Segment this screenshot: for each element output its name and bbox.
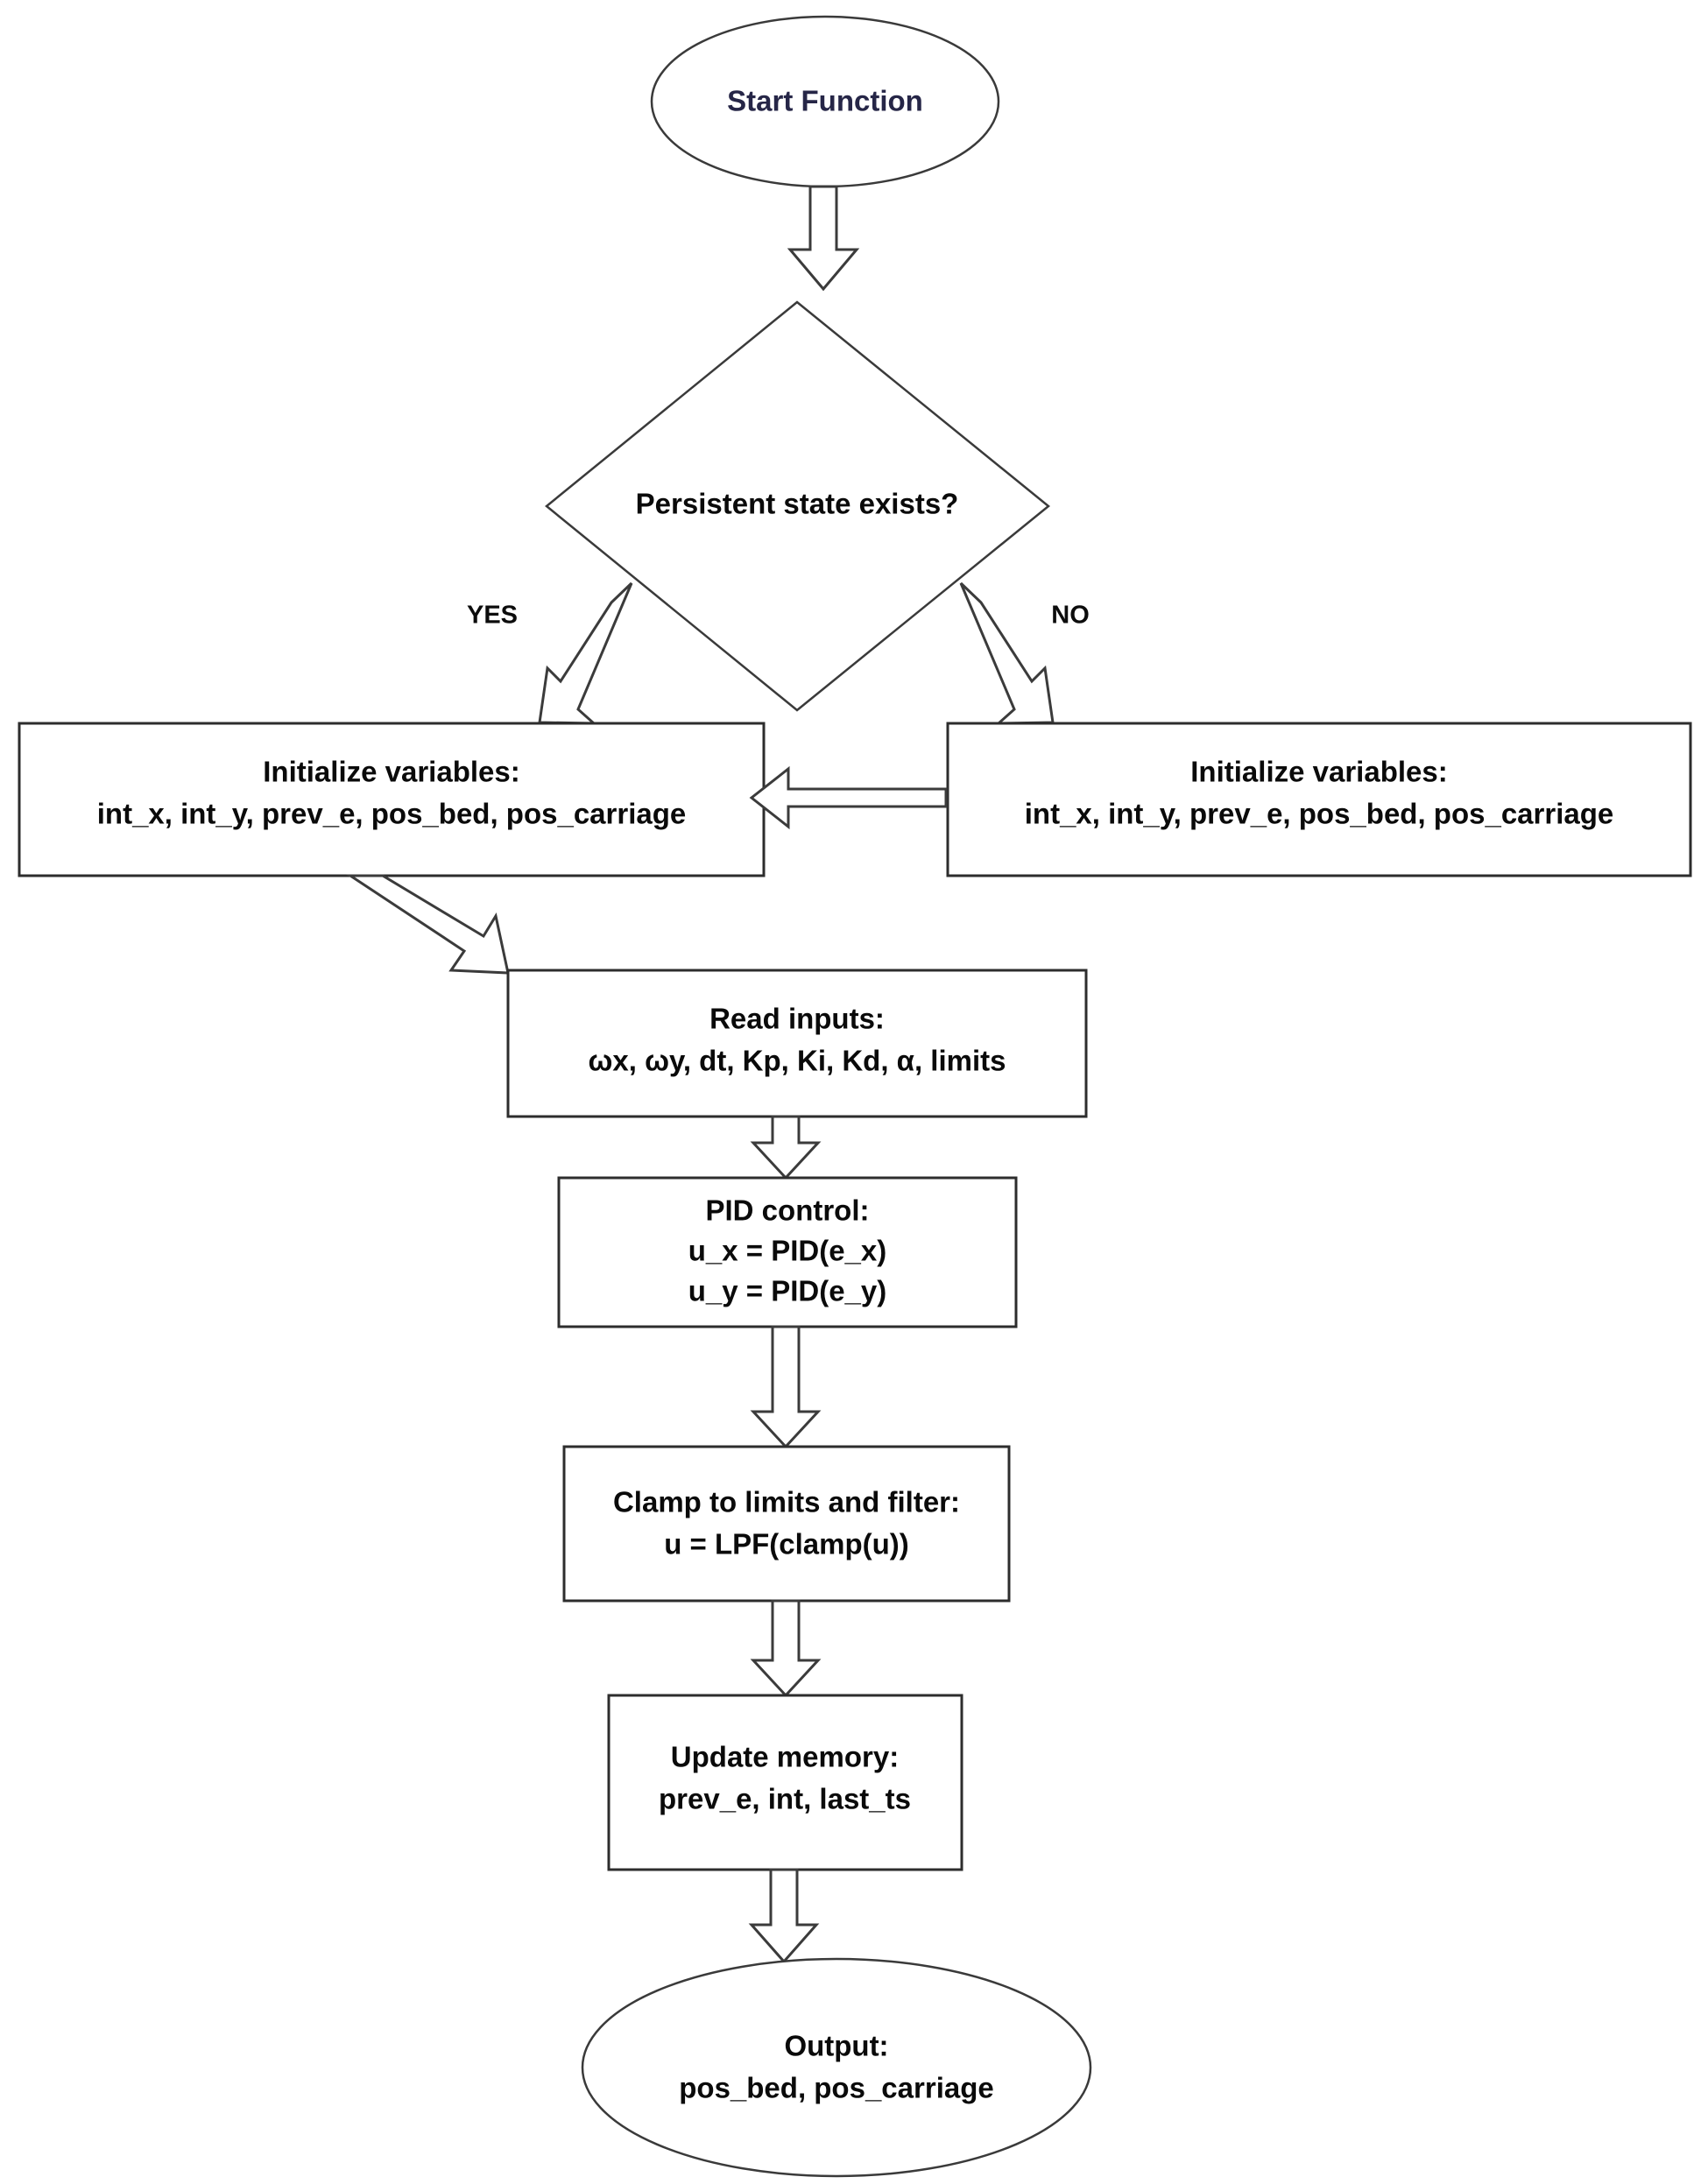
start-label: Start Function (727, 85, 923, 117)
pid-control-line2: u_x = PID(e_x) (688, 1235, 887, 1267)
arrow-read-to-pid (750, 1115, 822, 1180)
node-decision[interactable]: Persistent state exists? (545, 300, 1050, 712)
arrow-start-to-decision (787, 185, 860, 292)
pid-control-line3: u_y = PID(e_y) (688, 1275, 887, 1307)
down-arrow-icon (750, 1115, 822, 1180)
arrow-clamp-to-update (750, 1599, 822, 1698)
down-arrow-icon (750, 1325, 822, 1449)
clamp-filter-line2: u = LPF(clamp(u)) (664, 1528, 909, 1561)
output-ellipse-shape (581, 1957, 1092, 2178)
node-update-memory[interactable]: Update memory: prev_e, int, last_ts (607, 1694, 963, 1871)
edge-label-yes: YES (467, 602, 518, 630)
node-output[interactable]: Output: pos_bed, pos_carriage (581, 1957, 1092, 2178)
edge-label-no: NO (1051, 602, 1090, 630)
arrow-pid-to-clamp (750, 1325, 822, 1449)
update-memory-line1: Update memory: (671, 1741, 899, 1773)
init-right-line2: int_x, int_y, prev_e, pos_bed, pos_carri… (1025, 798, 1614, 830)
decision-diamond-shape (545, 300, 1050, 712)
node-init-right[interactable]: Initialize variables: int_x, int_y, prev… (946, 722, 1692, 877)
init-right-line1: Initialize variables: (1190, 756, 1447, 788)
down-arrow-icon (750, 1599, 822, 1698)
init-left-box-shape (18, 722, 766, 877)
node-start[interactable]: Start Function (650, 15, 1000, 188)
read-inputs-line2: ωx, ωy, dt, Kp, Ki, Kd, α, limits (589, 1045, 1006, 1077)
clamp-filter-line1: Clamp to limits and filter: (613, 1486, 960, 1518)
arrow-update-to-output (748, 1868, 820, 1964)
arrow-right-to-left-init (749, 765, 948, 830)
down-arrow-icon (748, 1868, 820, 1964)
diagonal-arrow-down-right-icon (346, 874, 510, 975)
output-line1: Output: (784, 2030, 888, 2062)
read-inputs-line1: Read inputs: (709, 1003, 885, 1035)
read-inputs-box-shape (506, 969, 1088, 1118)
arrow-init-to-read (346, 874, 510, 975)
node-read-inputs[interactable]: Read inputs: ωx, ωy, dt, Kp, Ki, Kd, α, … (506, 969, 1088, 1118)
update-memory-line2: prev_e, int, last_ts (659, 1783, 911, 1815)
pid-control-box-shape (557, 1176, 1018, 1328)
node-init-left[interactable]: Initialize variables: int_x, int_y, prev… (18, 722, 766, 877)
init-left-line1: Initialize variables: (263, 756, 519, 788)
init-left-line2: int_x, int_y, prev_e, pos_bed, pos_carri… (97, 798, 687, 830)
init-right-box-shape (946, 722, 1692, 877)
update-memory-box-shape (607, 1694, 963, 1871)
node-pid-control[interactable]: PID control: u_x = PID(e_x) u_y = PID(e_… (557, 1176, 1018, 1328)
arrow-no-branch (959, 581, 1055, 725)
pid-control-line1: PID control: (706, 1194, 870, 1227)
diagonal-arrow-left-icon (538, 581, 633, 725)
clamp-filter-box-shape (562, 1445, 1011, 1603)
output-line2: pos_bed, pos_carriage (679, 2072, 993, 2104)
diagonal-arrow-right-icon (959, 581, 1055, 725)
decision-label: Persistent state exists? (636, 488, 959, 520)
left-arrow-icon (749, 765, 948, 830)
arrow-yes-branch (538, 581, 633, 725)
down-arrow-icon (787, 185, 860, 292)
node-clamp-filter[interactable]: Clamp to limits and filter: u = LPF(clam… (562, 1445, 1011, 1603)
